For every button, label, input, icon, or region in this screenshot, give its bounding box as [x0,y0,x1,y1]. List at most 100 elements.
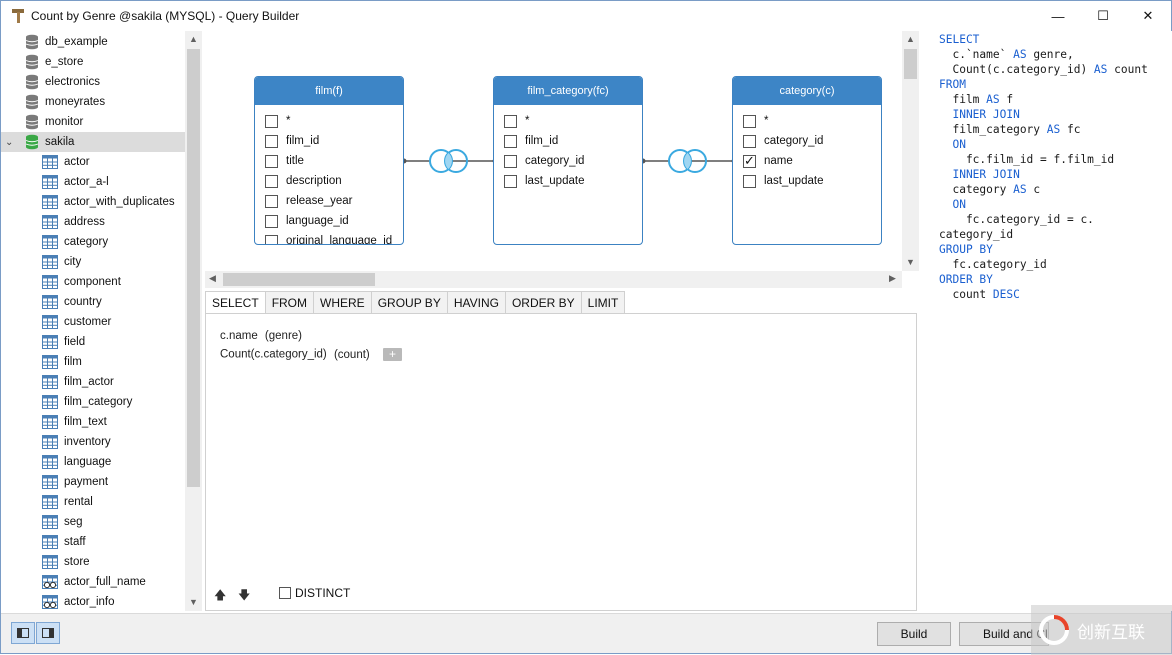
tree-item-view[interactable]: actor_info [1,592,185,611]
canvas-vertical-scrollbar[interactable]: ▲ ▼ [902,31,919,271]
scroll-right-icon[interactable]: ▶ [889,273,896,283]
tree-item-table[interactable]: customer [1,312,185,332]
move-down-icon[interactable]: 🡇 [238,588,251,602]
entity-field[interactable]: * [733,111,881,131]
tab-select[interactable]: SELECT [205,291,266,315]
tree-item-database[interactable]: electronics [1,72,185,92]
field-checkbox[interactable] [743,153,756,169]
move-up-icon[interactable]: 🡅 [214,588,227,602]
select-column-row[interactable]: c.name (genre) [220,330,302,342]
entity-field[interactable]: language_id [255,211,403,231]
scroll-up-icon[interactable]: ▲ [189,34,198,44]
tree-item-table[interactable]: address [1,212,185,232]
maximize-button[interactable]: ☐ [1086,5,1120,27]
field-checkbox[interactable] [743,174,756,188]
entity-field[interactable]: * [494,111,642,131]
tree-item-database-selected[interactable]: ⌄sakila [1,132,185,152]
entity-header[interactable]: category(c) [733,77,881,105]
entity-field[interactable]: * [255,111,403,131]
layout-left-button[interactable] [11,622,35,644]
chevron-down-icon[interactable]: ⌄ [5,136,14,148]
entity-field[interactable]: name [733,151,881,171]
entity-header[interactable]: film(f) [255,77,403,105]
scroll-left-icon[interactable]: ◀ [209,273,216,283]
field-checkbox[interactable] [265,154,278,168]
tree-item-table[interactable]: component [1,272,185,292]
inner-join-icon[interactable] [426,148,472,174]
tree-item-database[interactable]: monitor [1,112,185,132]
tree-item-table[interactable]: payment [1,472,185,492]
tree-item-table[interactable]: film [1,352,185,372]
field-checkbox[interactable] [504,154,517,168]
field-checkbox[interactable] [265,214,278,228]
tab-limit[interactable]: LIMIT [581,291,626,314]
tab-group-by[interactable]: GROUP BY [371,291,448,314]
tree-item-table[interactable]: city [1,252,185,272]
field-checkbox[interactable] [265,194,278,208]
entity-field[interactable]: description [255,171,403,191]
tab-order-by[interactable]: ORDER BY [505,291,582,314]
field-checkbox[interactable] [504,174,517,188]
build-button[interactable]: Build [877,622,951,646]
tree-item-table[interactable]: category [1,232,185,252]
entity-field[interactable]: category_id [733,131,881,151]
canvas-horizontal-scrollbar[interactable]: ◀ ▶ [205,271,902,288]
entity-field[interactable]: last_update [494,171,642,191]
tab-having[interactable]: HAVING [447,291,506,314]
field-checkbox[interactable] [504,114,517,128]
field-checkbox[interactable] [504,134,517,148]
entity-field[interactable]: release_year [255,191,403,211]
tree-item-database[interactable]: moneyrates [1,92,185,112]
entity-field[interactable]: title [255,151,403,171]
tree-item-table[interactable]: staff [1,532,185,552]
scroll-down-icon[interactable]: ▼ [189,597,198,607]
tree-item-table[interactable]: country [1,292,185,312]
field-checkbox[interactable] [265,174,278,188]
tree-item-table[interactable]: film_actor [1,372,185,392]
canvas-hscroll-thumb[interactable] [223,273,375,286]
entity-field[interactable]: category_id [494,151,642,171]
field-checkbox[interactable] [265,114,278,128]
tree-item-table[interactable]: inventory [1,432,185,452]
minimize-button[interactable]: — [1041,5,1075,27]
tree-item-table[interactable]: actor [1,152,185,172]
inner-join-icon[interactable] [665,148,711,174]
tree-item-table[interactable]: seg [1,512,185,532]
tree-item-view[interactable]: actor_full_name [1,572,185,592]
entity-table[interactable]: category(c) *category_idnamelast_update [732,76,882,245]
tab-where[interactable]: WHERE [314,291,372,314]
canvas-vscroll-thumb[interactable] [904,49,917,79]
field-checkbox[interactable] [743,134,756,148]
entity-header[interactable]: film_category(fc) [494,77,642,105]
tree-item-database[interactable]: e_store [1,52,185,72]
entity-field[interactable]: film_id [494,131,642,151]
field-checkbox[interactable] [265,134,278,148]
entity-field[interactable]: last_update [733,171,881,191]
entity-field[interactable]: original_language_id [255,231,403,244]
tree-item-table[interactable]: film_text [1,412,185,432]
scroll-down-icon[interactable]: ▼ [906,257,915,267]
tree-scrollbar[interactable]: ▲ ▼ [185,31,202,611]
tree-item-table[interactable]: actor_with_duplicates [1,192,185,212]
tree-scroll-thumb[interactable] [187,49,200,487]
tree-item-table[interactable]: field [1,332,185,352]
tree-item-table[interactable]: actor_a-l [1,172,185,192]
entity-field[interactable]: film_id [255,131,403,151]
distinct-checkbox-box[interactable] [279,587,291,599]
tree-item-table[interactable]: store [1,552,185,572]
distinct-checkbox[interactable]: DISTINCT [279,586,350,600]
layout-right-button[interactable] [36,622,60,644]
tree-item-table[interactable]: rental [1,492,185,512]
tree-item-table[interactable]: film_category [1,392,185,412]
close-button[interactable]: ✕ [1131,5,1165,27]
scroll-up-icon[interactable]: ▲ [906,34,915,44]
select-column-row[interactable]: Count(c.category_id) (count) + [220,348,402,361]
tree-item-table[interactable]: language [1,452,185,472]
tab-from[interactable]: FROM [265,291,315,314]
tree-item-database[interactable]: db_example [1,32,185,52]
add-column-button[interactable]: + [382,348,402,361]
field-checkbox[interactable] [265,234,278,244]
